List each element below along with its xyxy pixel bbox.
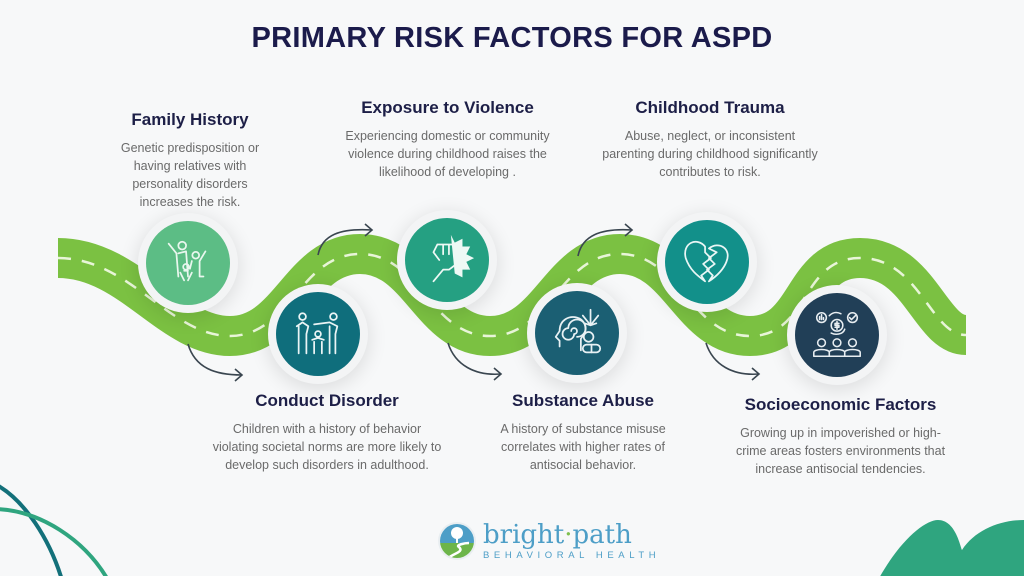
family-icon	[167, 240, 207, 282]
page-title: PRIMARY RISK FACTORS FOR ASPD	[251, 22, 773, 54]
decor-arc-teal	[0, 484, 63, 576]
factor-description: Experiencing domestic or community viole…	[345, 129, 550, 179]
factor-heading: Exposure to Violence	[361, 98, 534, 117]
factor-heading: Conduct Disorder	[255, 391, 399, 410]
head-drugs-icon	[554, 308, 602, 354]
arrow-4	[577, 228, 633, 257]
exposure-violence-icon-badge	[405, 218, 489, 302]
factor-description: A history of substance misuse correlates…	[500, 422, 666, 472]
arrow-1	[187, 343, 243, 376]
arrow-3	[447, 342, 502, 375]
conduct-disorder-icon-badge	[276, 292, 360, 376]
factor-card-exposure-violence: Exposure to Violence Experiencing domest…	[335, 98, 560, 181]
factor-heading: Family History	[131, 110, 249, 129]
factor-description: Children with a history of behavior viol…	[212, 422, 442, 472]
childhood-trauma-icon-badge	[665, 220, 749, 304]
decor-arc-green	[0, 507, 108, 576]
scolding-parent-icon	[295, 312, 339, 355]
logo-name: bright·path	[483, 519, 632, 550]
broken-heart-icon	[684, 241, 729, 283]
logo-subtitle: BEHAVIORAL HEALTH	[483, 549, 661, 561]
factor-description: Abuse, neglect, or inconsistent parentin…	[602, 129, 818, 179]
logo-landscape-icon	[438, 522, 476, 560]
socioeconomic-icon-badge	[795, 293, 879, 377]
factor-heading: Socioeconomic Factors	[744, 395, 937, 414]
brand-logo: bright·path BEHAVIORAL HEALTH	[437, 521, 660, 561]
fist-punch-icon	[432, 234, 475, 283]
substance-abuse-icon-badge	[535, 291, 619, 375]
economy-people-icon	[813, 311, 861, 358]
factor-card-childhood-trauma: Childhood Trauma Abuse, neglect, or inco…	[600, 98, 820, 181]
decor-blob	[880, 520, 1024, 576]
factor-description: Genetic predisposition or having relativ…	[120, 141, 260, 209]
family-history-icon-badge	[146, 221, 230, 305]
factor-card-family-history: Family History Genetic predisposition or…	[110, 110, 270, 211]
flow-arrows	[187, 223, 761, 382]
factor-card-substance-abuse: Substance Abuse A history of substance m…	[488, 391, 678, 474]
factor-heading: Childhood Trauma	[635, 98, 785, 117]
factor-heading: Substance Abuse	[511, 391, 655, 410]
factor-description: Growing up in impoverished or high-crime…	[735, 426, 946, 476]
arrow-2	[317, 228, 373, 256]
factor-card-conduct-disorder: Conduct Disorder Children with a history…	[212, 391, 442, 474]
factor-card-socioeconomic: Socioeconomic Factors Growing up in impo…	[728, 395, 953, 478]
arrow-5	[705, 342, 760, 375]
